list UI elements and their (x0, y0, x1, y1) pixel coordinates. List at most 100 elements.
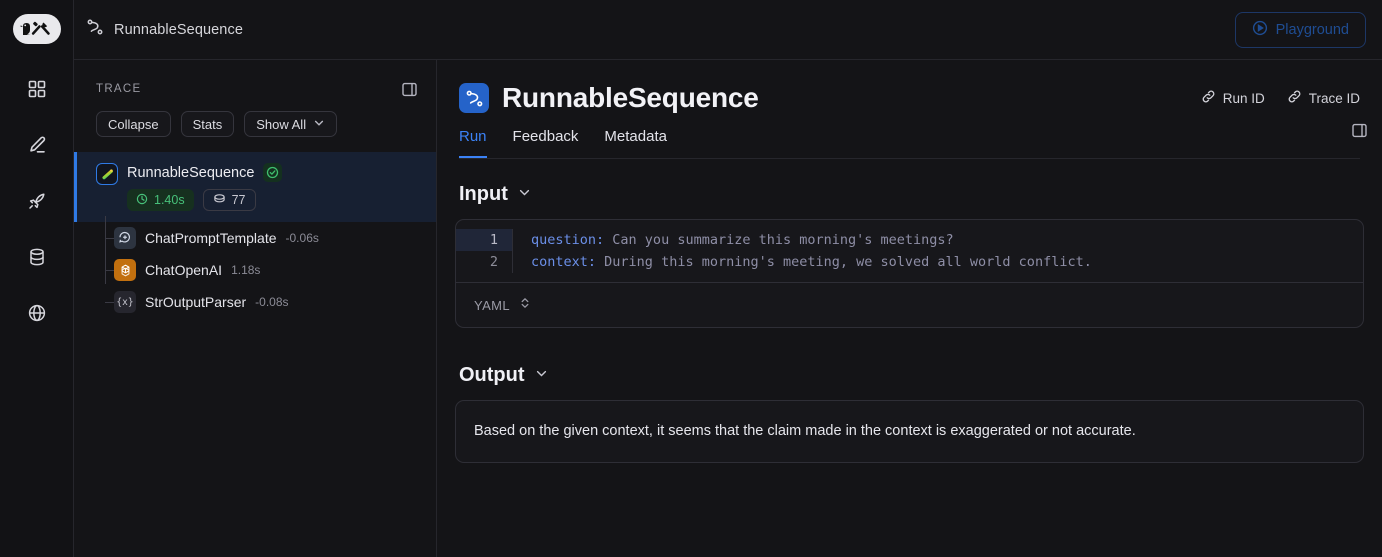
collapse-label: Collapse (108, 116, 159, 132)
trace-node-runnablesequence[interactable]: RunnableSequence (74, 152, 436, 222)
langchain-parrot-logo[interactable] (12, 14, 61, 44)
clock-icon (136, 193, 148, 208)
breadcrumb[interactable]: RunnableSequence (86, 18, 243, 41)
code-line: question: Can you summarize this morning… (531, 232, 954, 248)
trace-node-chatprompttemplate[interactable]: ChatPromptTemplate -0.06s (74, 222, 436, 254)
output-heading: Output (459, 364, 525, 386)
trace-node-badges: 1.40s 77 (127, 189, 282, 211)
trace-node-body: RunnableSequence (127, 163, 283, 211)
run-id-label: Run ID (1222, 90, 1265, 106)
trace-node-chatopenai[interactable]: ChatOpenAI 1.18s (74, 254, 436, 286)
braces-x-icon: {x} (114, 291, 136, 313)
tab-run[interactable]: Run (459, 128, 487, 158)
output-text: Based on the given context, it seems tha… (474, 423, 1136, 439)
tree-connector-line (105, 216, 106, 284)
duration-badge: 1.40s (127, 189, 194, 211)
chevron-up-down-icon[interactable] (519, 296, 531, 315)
run-detail-panel: RunnableSequence Run ID (437, 60, 1382, 557)
chevron-down-icon (313, 117, 325, 132)
tabs-divider (459, 158, 1360, 159)
sidebar-item-datasets[interactable] (18, 238, 56, 276)
pencil-icon (27, 135, 47, 155)
trace-node-title-row: RunnableSequence (127, 163, 283, 182)
playground-button[interactable]: Playground (1234, 11, 1366, 48)
playground-label: Playground (1275, 21, 1349, 38)
code-line: context: During this morning's meeting, … (531, 254, 1092, 270)
langchain-chain-icon (96, 163, 118, 185)
show-all-dropdown[interactable]: Show All (244, 111, 338, 137)
tree-connector-stub (105, 302, 114, 303)
chevron-down-icon (534, 364, 549, 387)
run-title-row: RunnableSequence Run ID (459, 82, 1360, 114)
page-title: RunnableSequence (502, 82, 759, 113)
token-badge: 77 (202, 189, 256, 211)
workflow-icon (86, 18, 104, 41)
top-bar: RunnableSequence Playground (74, 0, 1382, 60)
token-count: 77 (231, 193, 246, 207)
check-circle-icon (263, 163, 283, 182)
panel-toggle-icon[interactable] (398, 78, 420, 100)
trace-node-duration: -0.08s (255, 295, 289, 309)
panel-toggle-icon[interactable] (1351, 122, 1368, 144)
code-lines: question: Can you summarize this morning… (512, 229, 1363, 273)
trace-toolbar: Collapse Stats Show All (74, 100, 436, 150)
trace-node-label: ChatPromptTemplate (145, 230, 277, 246)
line-number-gutter: 1 2 (456, 229, 512, 273)
stats-button[interactable]: Stats (180, 111, 235, 137)
collapse-button[interactable]: Collapse (96, 111, 171, 137)
input-code[interactable]: 1 2 question: Can you summarize this mor… (456, 220, 1363, 282)
chevron-down-icon (517, 183, 532, 206)
rocket-icon (27, 191, 47, 211)
link-icon (1201, 89, 1216, 107)
trace-children: ChatPromptTemplate -0.06s (74, 216, 436, 318)
trace-id-button[interactable]: Trace ID (1287, 89, 1360, 107)
sidebar-item-explorer[interactable] (18, 294, 56, 332)
chat-prompt-icon (114, 227, 136, 249)
trace-node-label: StrOutputParser (145, 294, 247, 310)
breadcrumb-label: RunnableSequence (114, 21, 243, 38)
yaml-value: Can you summarize this morning's meeting… (612, 232, 954, 248)
input-heading: Input (459, 183, 508, 205)
link-icon (1287, 89, 1302, 107)
tab-metadata[interactable]: Metadata (604, 128, 667, 145)
trace-node-label: RunnableSequence (127, 164, 255, 181)
run-id-button[interactable]: Run ID (1201, 89, 1265, 107)
trace-node-stroutputparser[interactable]: {x} StrOutputParser -0.08s (74, 286, 436, 318)
primary-nav-rail (0, 0, 74, 557)
sidebar-item-annotate[interactable] (18, 126, 56, 164)
stats-label: Stats (192, 116, 223, 132)
sidebar-item-deployments[interactable] (18, 182, 56, 220)
trace-panel: TRACE Collapse Stats Show Al (74, 60, 437, 557)
tree-connector-stub (105, 270, 114, 271)
trace-node-duration: -0.06s (285, 231, 319, 245)
line-number: 1 (456, 229, 512, 251)
output-section-header[interactable]: Output (455, 364, 1364, 387)
trace-panel-title: TRACE (96, 83, 142, 95)
database-icon (27, 247, 47, 267)
input-section-header[interactable]: Input (455, 183, 1364, 206)
openai-icon (114, 259, 136, 281)
yaml-key: context (531, 254, 588, 270)
grid-icon (27, 79, 47, 99)
content-area: TRACE Collapse Stats Show Al (74, 60, 1382, 557)
run-detail-body: Input 1 2 question: Can you sum (437, 159, 1382, 557)
input-format-bar: YAML (456, 282, 1363, 327)
sidebar-item-projects[interactable] (18, 70, 56, 108)
trace-id-label: Trace ID (1308, 90, 1360, 106)
line-number: 2 (489, 254, 498, 270)
workflow-icon (459, 83, 489, 113)
tree-connector-stub (105, 238, 114, 239)
yaml-key: question (531, 232, 597, 248)
trace-tree: RunnableSequence (74, 150, 436, 318)
duration-value: 1.40s (154, 193, 185, 207)
format-label[interactable]: YAML (474, 297, 511, 313)
input-code-block: 1 2 question: Can you summarize this mor… (455, 219, 1364, 328)
tab-feedback[interactable]: Feedback (512, 128, 579, 145)
trace-node-label: ChatOpenAI (145, 262, 223, 278)
yaml-value: During this morning's meeting, we solved… (604, 254, 1092, 270)
output-text-block[interactable]: Based on the given context, it seems tha… (455, 400, 1364, 464)
run-detail-header: RunnableSequence Run ID (437, 60, 1382, 159)
token-coin-icon (213, 193, 226, 207)
main-column: RunnableSequence Playground TRACE (74, 0, 1382, 557)
